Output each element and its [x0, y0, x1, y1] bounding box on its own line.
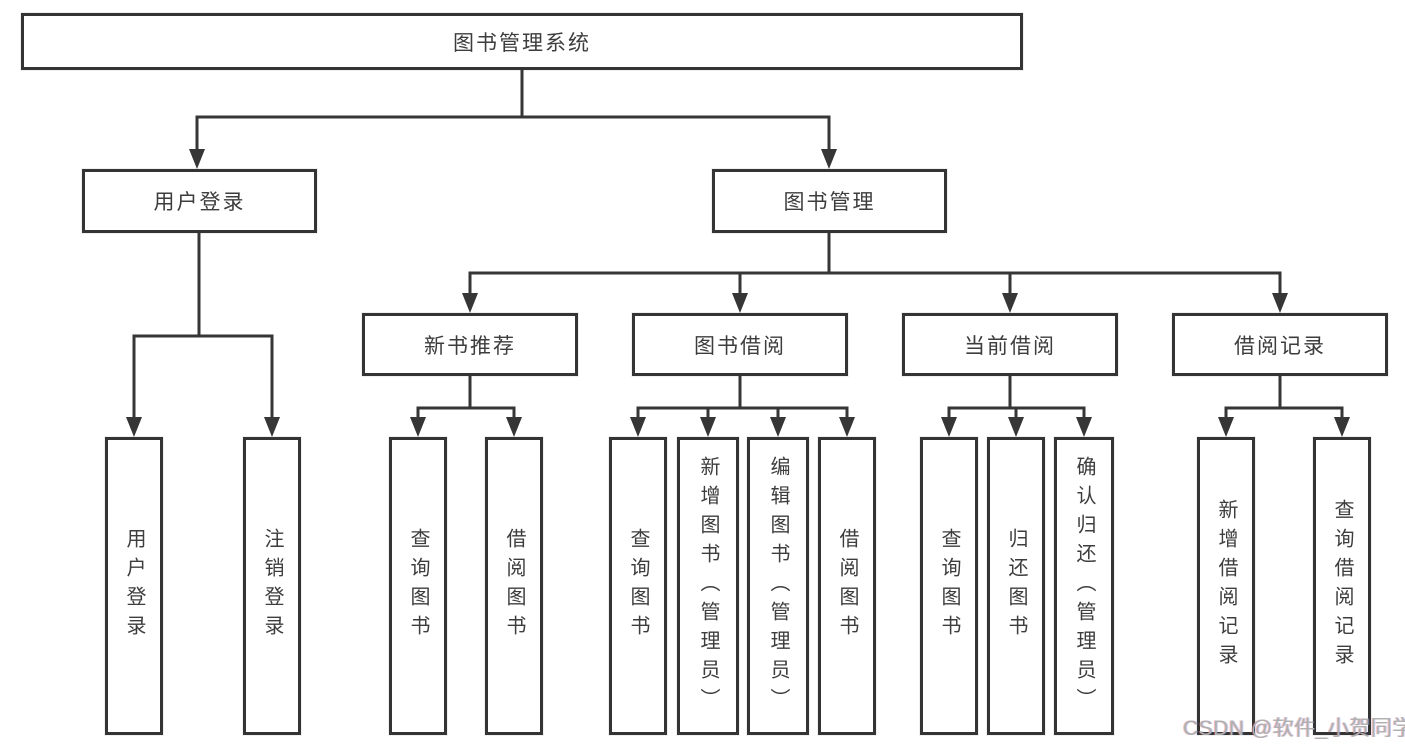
root-connectors [189, 70, 837, 169]
leaf-add-book-admin: 新增图书（管理员） [677, 437, 739, 735]
leaf-add-borrow-record: 新增借阅记录 [1197, 437, 1255, 735]
node-user-login: 用户登录 [82, 169, 317, 233]
node-new-book-recommend-label: 新书推荐 [424, 334, 516, 358]
leaf-borrow-book-label: 借阅图书 [836, 528, 858, 644]
leaf-confirm-return-admin: 确认归还（管理员） [1054, 437, 1114, 735]
node-book-management: 图书管理 [712, 169, 947, 233]
leaf-return-book-label: 归还图书 [1005, 528, 1027, 644]
node-user-login-label: 用户登录 [153, 191, 246, 214]
leaf-current-query-book: 查询图书 [920, 437, 978, 735]
leaf-borrow-book: 借阅图书 [818, 437, 876, 735]
leaf-borrow-query-book-label: 查询图书 [627, 528, 649, 644]
leaf-user-login-label: 用户登录 [123, 528, 145, 644]
leaf-recommend-borrow-book: 借阅图书 [485, 437, 543, 735]
leaf-borrow-query-book: 查询图书 [609, 437, 667, 735]
user-login-branch-connectors [126, 233, 280, 437]
leaf-confirm-return-admin-label: 确认归还（管理员） [1073, 455, 1095, 717]
leaf-recommend-query-book-label: 查询图书 [407, 528, 429, 644]
current-borrow-connectors [941, 376, 1092, 437]
leaf-edit-book-admin: 编辑图书（管理员） [747, 437, 809, 735]
node-borrow-record: 借阅记录 [1172, 313, 1388, 376]
leaf-user-login: 用户登录 [105, 437, 163, 735]
leaf-logout-label: 注销登录 [261, 528, 283, 644]
node-current-borrow-label: 当前借阅 [964, 334, 1056, 358]
book-management-branch-connectors [462, 233, 1288, 313]
node-book-borrow: 图书借阅 [632, 313, 848, 376]
node-book-borrow-label: 图书借阅 [694, 334, 786, 358]
leaf-logout: 注销登录 [243, 437, 301, 735]
node-new-book-recommend: 新书推荐 [362, 313, 578, 376]
node-current-borrow: 当前借阅 [902, 313, 1118, 376]
csdn-watermark: CSDN @软件_小贺同学 [1183, 717, 1405, 740]
leaf-query-borrow-record: 查询借阅记录 [1313, 437, 1371, 735]
node-book-management-label: 图书管理 [783, 191, 876, 214]
leaf-query-borrow-record-label: 查询借阅记录 [1331, 499, 1353, 673]
new-book-recommend-connectors [410, 376, 522, 437]
node-root-label: 图书管理系统 [453, 31, 591, 55]
borrow-record-connectors [1218, 376, 1350, 437]
node-root: 图书管理系统 [21, 13, 1023, 70]
leaf-return-book: 归还图书 [987, 437, 1045, 735]
book-borrow-connectors [630, 376, 855, 437]
leaf-edit-book-admin-label: 编辑图书（管理员） [767, 455, 789, 717]
leaf-current-query-book-label: 查询图书 [938, 528, 960, 644]
node-borrow-record-label: 借阅记录 [1234, 334, 1326, 358]
leaf-add-book-admin-label: 新增图书（管理员） [697, 455, 719, 717]
leaf-recommend-borrow-book-label: 借阅图书 [503, 528, 525, 644]
leaf-recommend-query-book: 查询图书 [389, 437, 447, 735]
leaf-add-borrow-record-label: 新增借阅记录 [1215, 499, 1237, 673]
